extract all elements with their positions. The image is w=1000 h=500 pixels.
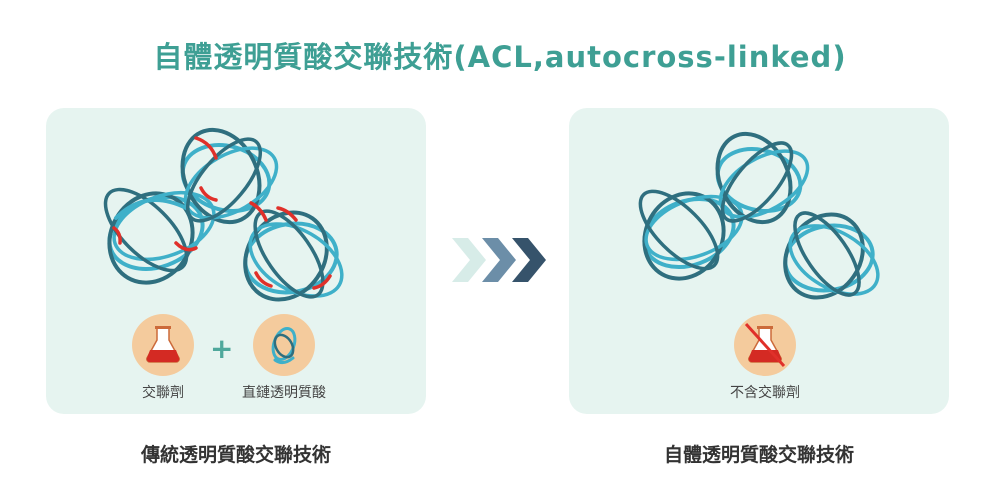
molecule-cluster-right: [243, 209, 344, 302]
autocrosslinked-panel: 不含交聯劑: [569, 108, 949, 414]
molecule-cluster-top: [715, 131, 810, 225]
no-crosslinker-icon: [734, 314, 796, 376]
molecule-cluster-left: [638, 189, 744, 281]
autocrosslinked-network-illustration: [638, 131, 880, 300]
molecule-cluster-left: [103, 187, 216, 285]
plus-sign: +: [210, 332, 234, 365]
chevron-arrows-icon: [452, 238, 546, 282]
crosslinked-hyaluronic-network-illustration: [103, 127, 344, 302]
page-title: 自體透明質酸交聯技術(ACL,autocross-linked): [153, 40, 847, 74]
molecule-cluster-right: [783, 211, 880, 300]
traditional-crosslink-panel: 交聯劑 + 直鏈透明質酸: [46, 108, 426, 414]
crosslinker-caption: 交聯劑: [142, 385, 184, 401]
crosslinker-bonds: [112, 136, 332, 290]
crosslinker-flask-icon: [132, 314, 194, 376]
autocrosslinked-technique-label: 自體透明質酸交聯技術: [663, 444, 854, 466]
linear-hyaluronic-caption: 直鏈透明質酸: [242, 385, 326, 401]
linear-hyaluronic-icon: [253, 314, 315, 376]
traditional-technique-label: 傳統透明質酸交聯技術: [140, 444, 331, 466]
no-crosslinker-caption: 不含交聯劑: [730, 385, 800, 401]
